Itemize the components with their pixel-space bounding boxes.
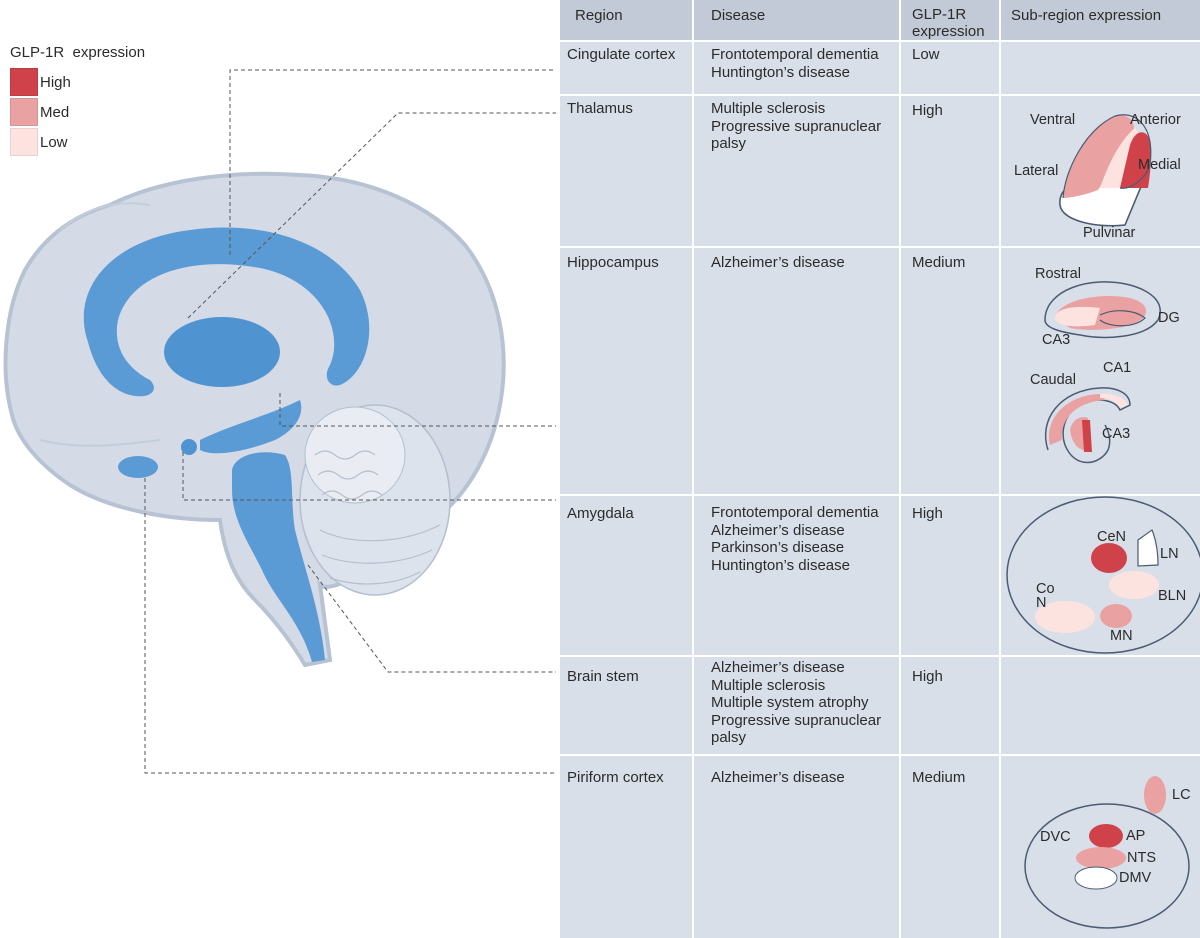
- row-expression-piriform: Medium: [912, 769, 966, 786]
- row-expression-amygdala: High: [912, 505, 943, 522]
- row-diseases-brainstem: Alzheimer’s disease Multiple sclerosis M…: [711, 659, 882, 746]
- header-subregion: Sub-region expression: [1011, 7, 1162, 24]
- row-region-hippocampus: Hippocampus: [567, 254, 659, 271]
- legend-swatch-med: [10, 98, 38, 126]
- region-table: Region Disease GLP-1R expression Sub-reg…: [560, 0, 1200, 938]
- row-expression-hippocampus: Medium: [912, 254, 966, 271]
- label-bln: BLN: [1158, 588, 1186, 604]
- amygdala-shape: [181, 439, 197, 455]
- label-caudal: Caudal: [1030, 372, 1076, 388]
- legend-swatch-high: [10, 68, 38, 96]
- row-divider: [560, 754, 1200, 756]
- label-nts: NTS: [1127, 850, 1156, 866]
- brain-structures: [83, 227, 370, 662]
- label-mn: MN: [1110, 628, 1133, 644]
- hippocampus-shape: [200, 400, 302, 454]
- label-ln: LN: [1160, 546, 1179, 562]
- label-dg: DG: [1158, 310, 1180, 326]
- amygdala-subregion-diagram: CeN LN Co N BLN MN: [1006, 496, 1200, 654]
- hippocampus-caudal-diagram: Caudal CA1 CA3: [1030, 360, 1131, 464]
- subregion-diagrams: Ventral Anterior Lateral Medial Pulvinar…: [1006, 112, 1200, 929]
- row-region-amygdala: Amygdala: [567, 505, 634, 522]
- row-divider: [560, 94, 1200, 96]
- label-lc: LC: [1172, 787, 1191, 803]
- legend-item-med: Med: [10, 97, 145, 127]
- row-region-cingulate: Cingulate cortex: [567, 46, 676, 63]
- legend-item-high: High: [10, 67, 145, 97]
- legend-label-med: Med: [40, 103, 70, 121]
- piriform-shape: [118, 456, 158, 478]
- hippocampus-rostral-diagram: Rostral DG CA3: [1035, 266, 1180, 348]
- label-anterior: Anterior: [1130, 112, 1181, 128]
- row-diseases-cingulate: Frontotemporal dementia Huntington’s dis…: [711, 46, 879, 81]
- row-region-thalamus: Thalamus: [567, 100, 633, 117]
- column-divider: [899, 0, 901, 938]
- label-dvc: DVC: [1040, 829, 1071, 845]
- label-dmv: DMV: [1119, 870, 1152, 886]
- label-con-line1: Co: [1036, 581, 1055, 597]
- row-divider: [560, 494, 1200, 496]
- legend: GLP-1R expression High Med Low: [10, 44, 145, 157]
- row-diseases-hippocampus: Alzheimer’s disease: [711, 254, 845, 271]
- column-divider: [692, 0, 694, 938]
- label-ca3-rostral: CA3: [1042, 332, 1070, 348]
- table-header: [560, 0, 1200, 40]
- legend-label-low: Low: [40, 133, 68, 151]
- label-medial: Medial: [1138, 157, 1181, 173]
- thalamus-shape: [164, 317, 280, 387]
- label-ca1: CA1: [1103, 360, 1131, 376]
- header-disease: Disease: [711, 7, 766, 24]
- row-expression-thalamus: High: [912, 102, 943, 119]
- row-divider: [560, 40, 1200, 42]
- brainstem-subregion-diagram: LC DVC AP NTS DMV: [1024, 776, 1191, 929]
- row-region-piriform: Piriform cortex: [567, 769, 664, 786]
- legend-item-low: Low: [10, 127, 145, 157]
- legend-title: GLP-1R expression: [10, 44, 146, 61]
- row-expression-cingulate: Low: [912, 46, 940, 63]
- header-region: Region: [575, 7, 623, 24]
- label-ap: AP: [1126, 828, 1145, 844]
- row-diseases-amygdala: Frontotemporal dementia Alzheimer’s dise…: [711, 504, 879, 574]
- thalamus-subregion-diagram: Ventral Anterior Lateral Medial Pulvinar: [1014, 112, 1181, 241]
- brain-illustration: [3, 69, 556, 774]
- label-lateral: Lateral: [1014, 163, 1058, 179]
- column-divider: [999, 0, 1001, 938]
- label-ventral: Ventral: [1030, 112, 1075, 128]
- leader-lines: [144, 69, 556, 774]
- label-cen: CeN: [1097, 529, 1126, 545]
- label-con-line2: N: [1036, 595, 1046, 611]
- legend-swatch-low: [10, 128, 38, 156]
- row-divider: [560, 655, 1200, 657]
- row-expression-brainstem: High: [912, 668, 943, 685]
- row-diseases-piriform: Alzheimer’s disease: [711, 769, 845, 786]
- label-rostral: Rostral: [1035, 266, 1081, 282]
- legend-label-high: High: [40, 73, 71, 91]
- row-diseases-thalamus: Multiple sclerosis Progressive supranucl…: [711, 100, 882, 152]
- header-glp1r-expression: GLP-1R expression: [912, 6, 985, 40]
- label-ca3-caudal: CA3: [1102, 426, 1130, 442]
- row-region-brainstem: Brain stem: [567, 668, 639, 685]
- label-pulvinar: Pulvinar: [1083, 225, 1136, 241]
- row-divider: [560, 246, 1200, 248]
- brainstem-shape: [232, 452, 325, 662]
